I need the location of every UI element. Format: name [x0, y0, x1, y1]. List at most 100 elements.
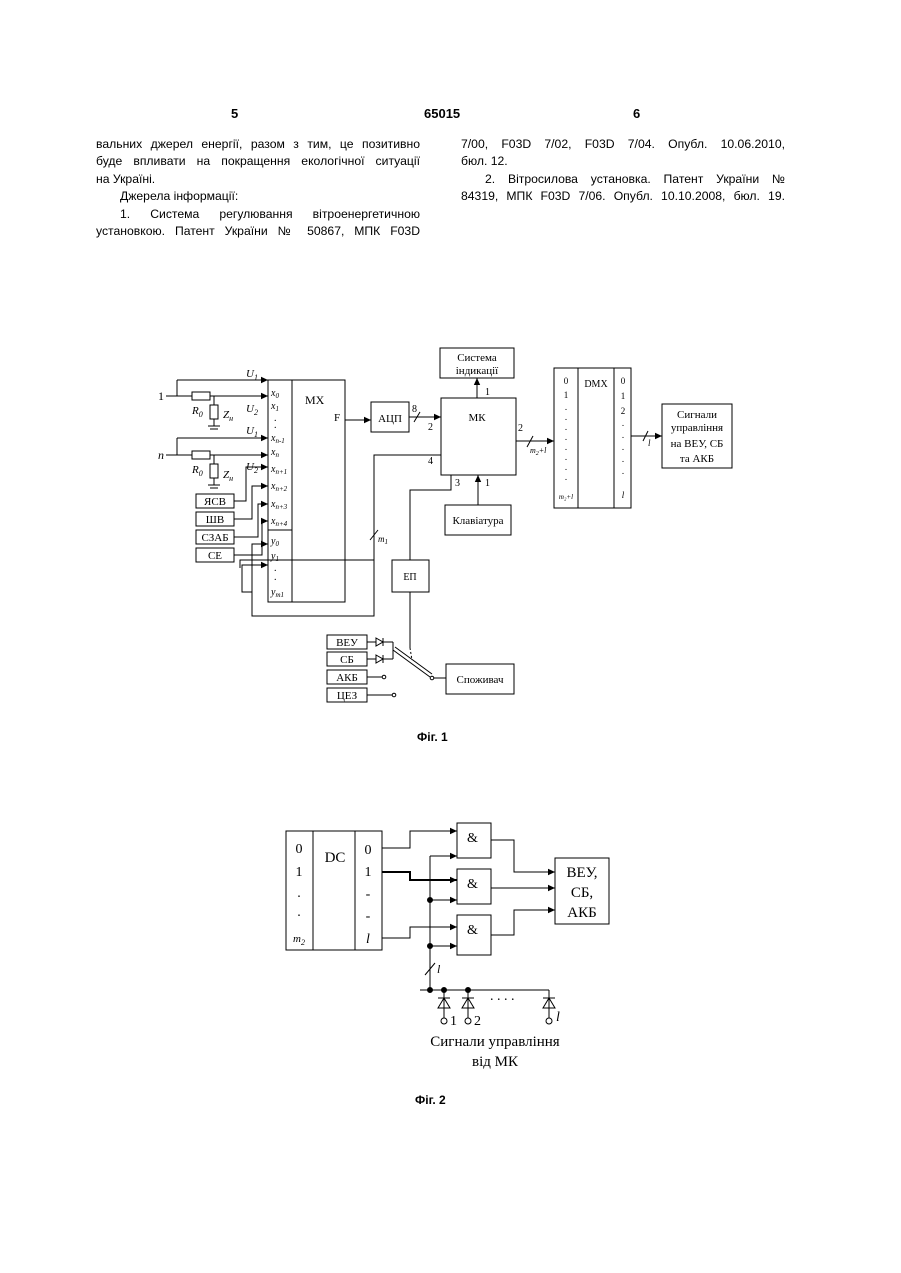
zn-label: Zн: [223, 409, 233, 423]
r0-n-label: R0: [191, 464, 203, 478]
m1-label: m1: [378, 534, 388, 546]
source-veu: ВЕУ: [336, 637, 358, 649]
diode-2-label: 2: [474, 1014, 481, 1029]
adc-label: АЦП: [378, 413, 402, 425]
svg-text:ym1: ym1: [270, 587, 284, 599]
control-signals-label-2: від МК: [472, 1054, 519, 1070]
diode-icon: [376, 638, 383, 646]
dc-label: DC: [325, 850, 346, 866]
switch-blade: [393, 650, 430, 677]
mx-label: MX: [305, 393, 325, 407]
sensor-ysv: ЯСВ: [204, 496, 226, 508]
consumer-label: Споживач: [457, 674, 504, 686]
svg-text:xn+2: xn+2: [270, 481, 288, 493]
svg-text:1: 1: [621, 391, 626, 401]
svg-text:1: 1: [564, 390, 569, 400]
mk-port-4-label: 4: [428, 456, 433, 467]
svg-text:2: 2: [621, 406, 626, 416]
keyboard-label: Клавіатура: [452, 515, 503, 527]
mk-port-1-label: 1: [485, 387, 490, 398]
bus-m2l-label: m2+l: [530, 446, 547, 457]
svg-text:.: .: [297, 886, 301, 901]
svg-text:0: 0: [365, 843, 372, 858]
svg-text:.: .: [622, 442, 624, 452]
svg-text:1: 1: [365, 865, 372, 880]
svg-text:.: .: [565, 402, 567, 412]
u1-label: U1: [246, 368, 258, 382]
sensor-shv: ШВ: [206, 514, 224, 526]
figure-2-caption: Фіг. 2: [415, 1093, 446, 1107]
svg-text:m₂+l: m₂+l: [559, 493, 573, 501]
resistor-r0: [192, 392, 210, 400]
svg-text:.: .: [274, 572, 277, 583]
svg-text:xn+1: xn+1: [270, 464, 287, 476]
dmx-label: DMX: [584, 379, 608, 390]
svg-text:m2: m2: [293, 933, 305, 947]
mx-f-label: F: [334, 412, 340, 424]
svg-text:.: .: [565, 422, 567, 432]
ep-label: ЕП: [403, 572, 416, 583]
source-sb: СБ: [340, 654, 354, 666]
diode-1-label: 1: [450, 1014, 457, 1029]
target-line: СБ,: [571, 885, 593, 901]
resistor-zn: [210, 405, 218, 419]
mk-label: МК: [468, 412, 486, 424]
svg-text:x1: x1: [270, 401, 279, 413]
diode-dots: . . . .: [490, 989, 515, 1004]
target-line: ВЕУ,: [566, 865, 597, 881]
r0-label: R0: [191, 405, 203, 419]
svg-text:l: l: [366, 932, 370, 947]
svg-text:xn: xn: [270, 447, 279, 459]
svg-text:.: .: [297, 905, 301, 920]
adc-bus-label: 8: [412, 404, 417, 415]
diode-icon: [376, 655, 383, 663]
svg-text:.: .: [274, 420, 277, 431]
input-n-label: n: [158, 448, 164, 462]
source-tsez: ЦЕЗ: [337, 690, 358, 702]
sensor-se: СЕ: [208, 550, 222, 562]
mk-port-3-label: 3: [455, 478, 460, 489]
svg-text:0: 0: [621, 376, 626, 386]
svg-text:.: .: [622, 418, 624, 428]
svg-text:.: .: [622, 454, 624, 464]
source-akb: АКБ: [336, 672, 358, 684]
gate-3-label: &: [467, 923, 478, 938]
input-1-label: 1: [158, 389, 164, 403]
u2-n-label: U2: [246, 461, 258, 475]
svg-text:0: 0: [564, 376, 569, 386]
svg-text:xn-1: xn-1: [270, 433, 285, 445]
signals-line: та АКБ: [680, 453, 714, 465]
control-signals-label: Сигнали управління: [430, 1034, 560, 1050]
figure-2: DC 0 1 . . m2 0 1 - - l & & & l: [286, 823, 609, 1070]
mk-port-1b-label: 1: [485, 478, 490, 489]
figure-1-caption: Фіг. 1: [417, 730, 448, 744]
svg-text:-: -: [366, 909, 371, 924]
u2-label: U2: [246, 403, 258, 417]
svg-text:.: .: [565, 452, 567, 462]
u1-n-label: U1: [246, 425, 258, 439]
mk-port-2b-label: 2: [518, 423, 523, 434]
sensor-szab: СЗАБ: [201, 532, 228, 544]
svg-text:0: 0: [296, 842, 303, 857]
svg-text:-: -: [366, 887, 371, 902]
diode-l-label: l: [556, 1010, 560, 1025]
indication-label-1: Система: [457, 352, 497, 364]
gate-1-label: &: [467, 831, 478, 846]
signals-line: Сигнали: [677, 409, 717, 421]
svg-text:.: .: [565, 462, 567, 472]
microcontroller-mk: [441, 398, 516, 475]
svg-text:.: .: [565, 472, 567, 482]
mk-port-2-label: 2: [428, 422, 433, 433]
svg-text:.: .: [565, 442, 567, 452]
svg-text:.: .: [565, 432, 567, 442]
svg-text:y0: y0: [270, 536, 279, 548]
target-line: АКБ: [567, 905, 596, 921]
indication-label-2: індикації: [456, 365, 499, 377]
svg-text:y1: y1: [270, 551, 279, 563]
zn-n-label: Zн: [223, 469, 233, 483]
svg-text:.: .: [622, 430, 624, 440]
svg-text:l: l: [622, 490, 625, 500]
svg-text:.: .: [622, 466, 624, 476]
bus-l-label: l: [437, 962, 441, 976]
